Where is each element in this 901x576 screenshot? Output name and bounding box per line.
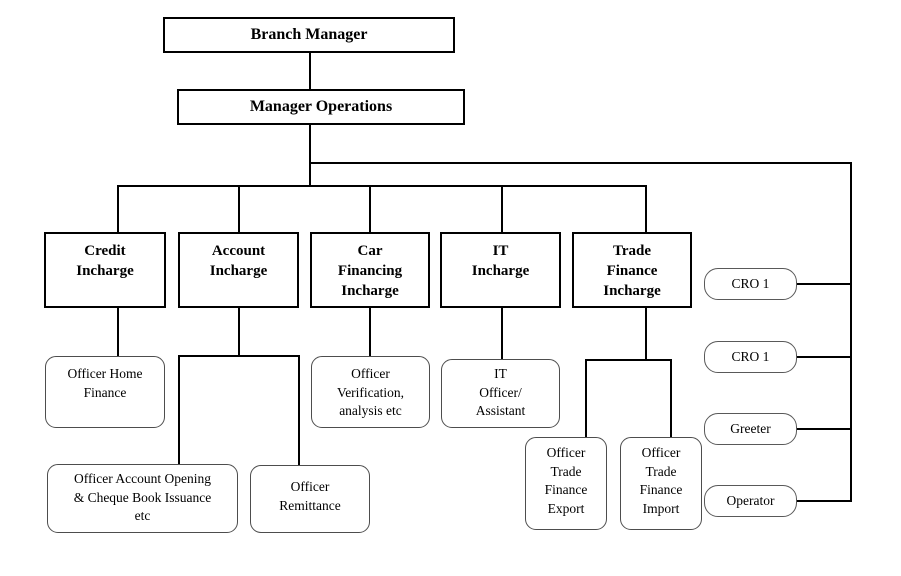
node-it-officer-assistant: IT Officer/ Assistant — [441, 359, 560, 428]
node-operator: Operator — [704, 485, 797, 517]
connector-line — [117, 308, 119, 356]
connector-line — [117, 185, 119, 232]
connector-line — [178, 355, 180, 464]
node-trade-finance-incharge: Trade Finance Incharge — [572, 232, 692, 308]
node-officer-remittance: Officer Remittance — [250, 465, 370, 533]
connector-line — [585, 359, 587, 437]
connector-line — [369, 185, 371, 232]
connector-line — [309, 125, 311, 186]
connector-line — [501, 185, 503, 232]
node-cro-1-bottom: CRO 1 — [704, 341, 797, 373]
node-officer-home-finance: Officer Home Finance — [45, 356, 165, 428]
node-officer-trade-finance-import: Officer Trade Finance Import — [620, 437, 702, 530]
node-it-incharge: IT Incharge — [440, 232, 561, 308]
node-account-incharge: Account Incharge — [178, 232, 299, 308]
connector-line — [298, 355, 300, 465]
connector-line — [117, 185, 646, 187]
connector-line — [369, 308, 371, 356]
connector-line — [796, 283, 851, 285]
connector-line — [585, 359, 671, 361]
node-branch-manager: Branch Manager — [163, 17, 455, 53]
connector-line — [309, 53, 311, 89]
connector-line — [670, 359, 672, 437]
node-credit-incharge: Credit Incharge — [44, 232, 166, 308]
connector-line — [238, 308, 240, 355]
connector-line — [309, 162, 851, 164]
node-greeter: Greeter — [704, 413, 797, 445]
node-cro-1-top: CRO 1 — [704, 268, 797, 300]
connector-line — [501, 308, 503, 359]
node-officer-trade-finance-export: Officer Trade Finance Export — [525, 437, 607, 530]
connector-line — [645, 185, 647, 232]
node-manager-operations: Manager Operations — [177, 89, 465, 125]
node-officer-account-opening: Officer Account Opening & Cheque Book Is… — [47, 464, 238, 533]
connector-line — [645, 308, 647, 359]
node-officer-verification: Officer Verification, analysis etc — [311, 356, 430, 428]
connector-line — [850, 162, 852, 502]
connector-line — [178, 355, 299, 357]
connector-line — [796, 500, 851, 502]
connector-line — [796, 356, 851, 358]
connector-line — [796, 428, 851, 430]
connector-line — [238, 185, 240, 232]
node-car-financing-incharge: Car Financing Incharge — [310, 232, 430, 308]
